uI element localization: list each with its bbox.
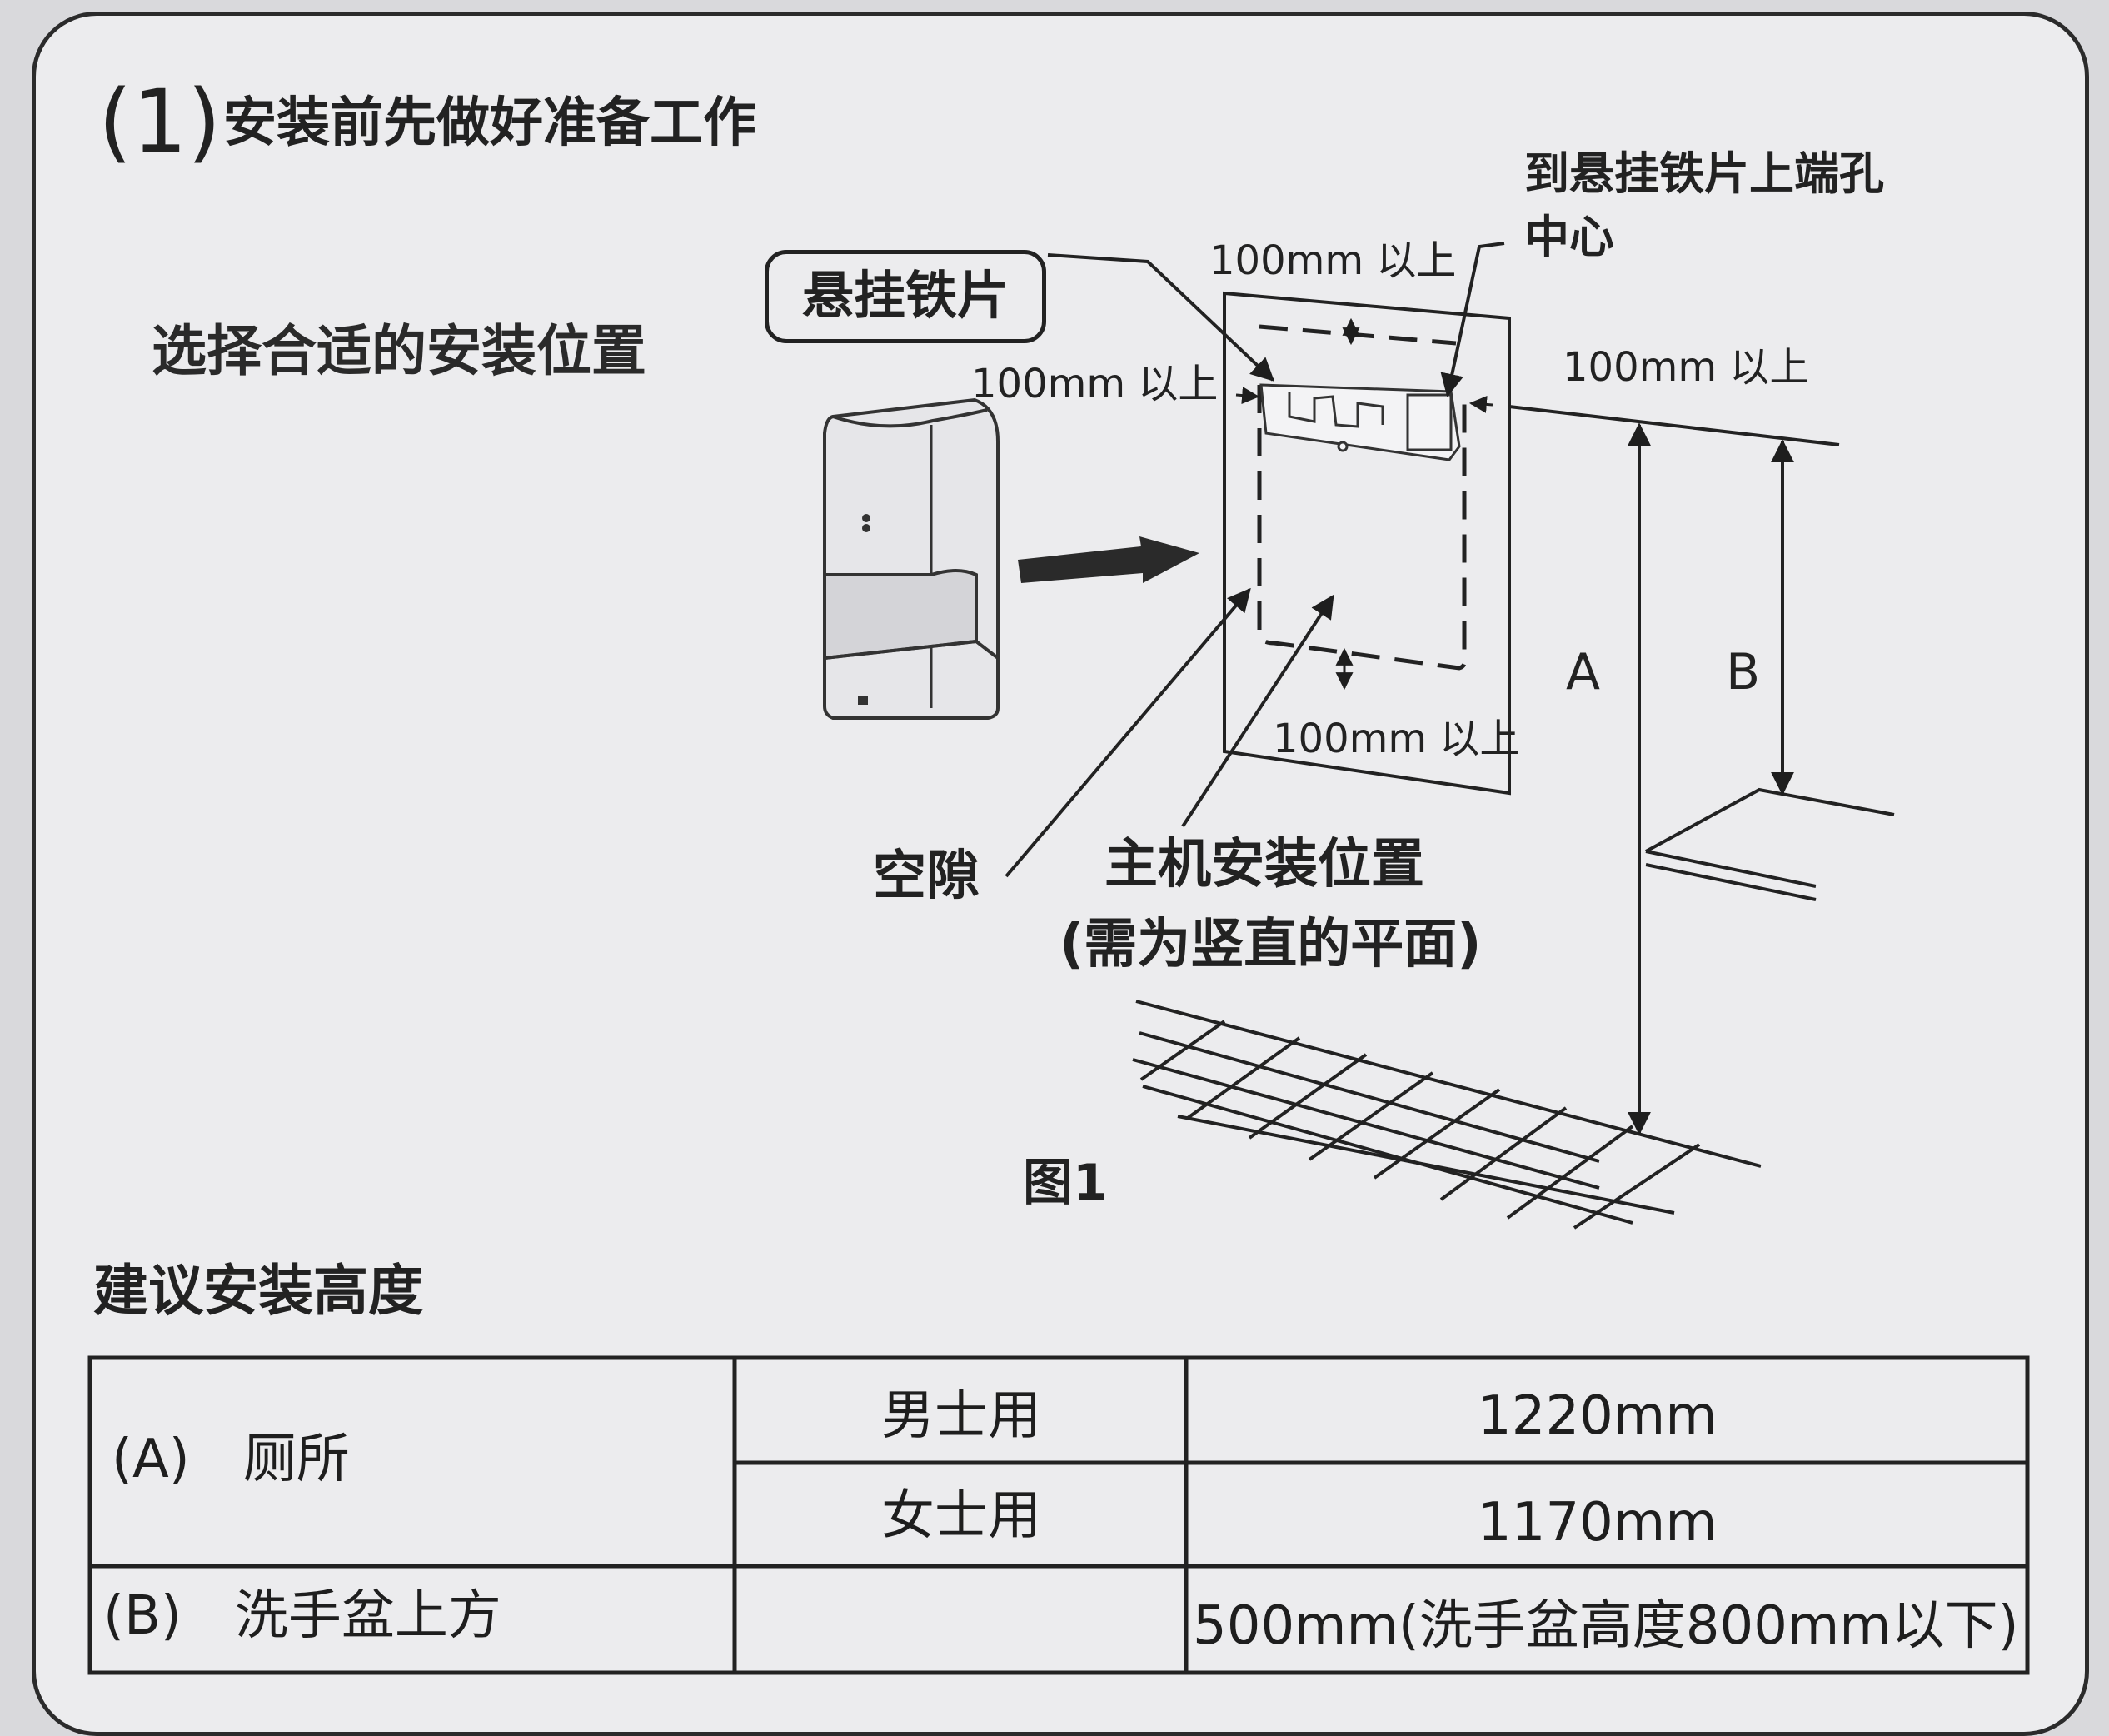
table-row-b-label: (B) 洗手盆上方 xyxy=(103,1585,501,1647)
hanging-bracket-icon xyxy=(1259,383,1461,461)
table-row-a-men: 男士用 xyxy=(881,1385,1041,1447)
gap-label: 空隙 xyxy=(873,846,980,907)
height-table-grid xyxy=(87,1355,2030,1675)
table-row-b-value: 500mm(洗手盆高度800mm以下) xyxy=(1193,1595,2019,1657)
install-area-note: (需为竖直的平面) xyxy=(1059,914,1482,975)
hole-center-leader xyxy=(1440,242,1505,397)
gap-leader xyxy=(1005,587,1251,878)
clearance-bottom-label: 100mm 以上 xyxy=(1273,716,1520,762)
clearance-top-label: 100mm 以上 xyxy=(1209,237,1457,284)
installation-diagram xyxy=(823,242,1895,1230)
hole-center-note-line2: 中心 xyxy=(1524,211,1614,263)
subtitle: 选择合适的安装位置 xyxy=(152,319,646,383)
section-number: (1) xyxy=(98,71,222,172)
table-title: 建议安装高度 xyxy=(93,1259,423,1323)
table-row-a-men-value: 1220mm xyxy=(1478,1385,1718,1447)
clearance-right-label: 100mm 以上 xyxy=(1563,344,1810,391)
height-a-letter: A xyxy=(1566,643,1601,701)
instruction-card xyxy=(32,12,2089,1736)
figure-caption: 图1 xyxy=(1023,1154,1108,1212)
table-row-a-women: 女士用 xyxy=(881,1485,1041,1547)
clearance-left-label: 100mm 以上 xyxy=(971,361,1219,407)
floor-grid xyxy=(1132,1000,1762,1230)
plate-leader xyxy=(1047,253,1275,382)
table-row-a-label: (A) 厕所 xyxy=(112,1429,350,1490)
hand-dryer-icon xyxy=(823,397,1000,720)
hole-center-note-line1: 到悬挂铁片上端孔 xyxy=(1524,147,1884,200)
plate-callout: 悬挂铁片 xyxy=(765,250,1046,343)
wall-line xyxy=(1508,405,1840,446)
install-area-leader xyxy=(1181,594,1334,828)
wash-basin xyxy=(1645,787,1895,901)
height-b-letter: B xyxy=(1726,643,1761,701)
install-area-label: 主机安装位置 xyxy=(1104,834,1424,895)
direction-arrow xyxy=(1018,536,1199,583)
section-title: 安装前先做好准备工作 xyxy=(223,92,756,154)
table-row-a-women-value: 1170mm xyxy=(1478,1492,1718,1554)
wall-plate xyxy=(1223,291,1511,796)
